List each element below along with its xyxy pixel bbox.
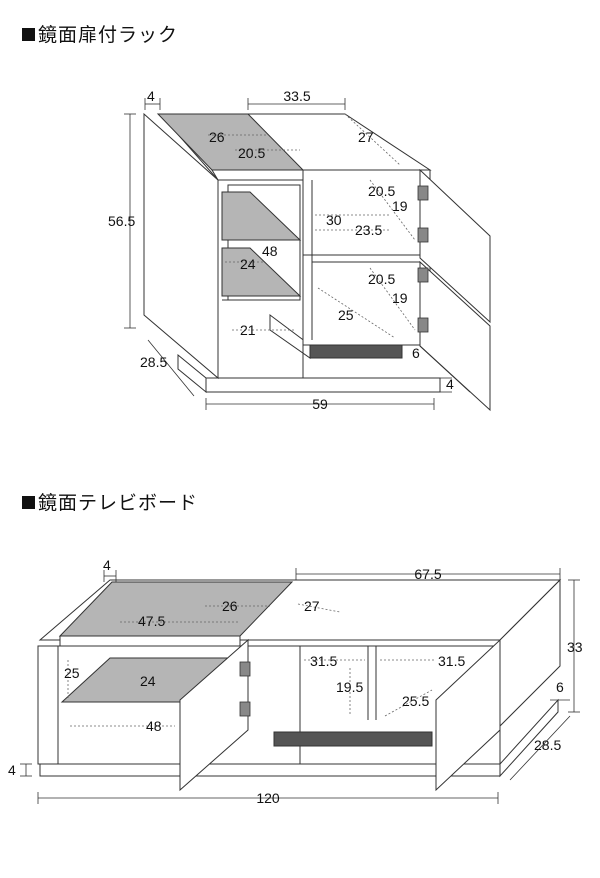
tv-door-right (435, 638, 501, 792)
dim-label: 31.5 (438, 653, 465, 669)
dim-label: 24 (140, 673, 156, 689)
dim-label: 20.5 (368, 183, 395, 199)
dim-label: 23.5 (355, 222, 382, 238)
tv-base-side (499, 698, 559, 778)
tv-body (57, 645, 501, 765)
tv-title: 鏡面テレビボード (22, 488, 198, 515)
dim-label: 4 (103, 557, 111, 573)
dim-label: 4 (446, 376, 454, 392)
dim-label: 20.5 (238, 145, 265, 161)
dim-label: 26 (209, 129, 225, 145)
tv-title-text: 鏡面テレビボード (38, 492, 199, 514)
hinge-icon (417, 317, 429, 333)
rack-plinth-dark (309, 344, 403, 359)
dim-label: 19.5 (336, 679, 363, 695)
rack-base-side (177, 353, 207, 394)
dim-label: 21 (240, 322, 256, 338)
tv-left-panel (37, 645, 59, 765)
dim-label: 56.5 (108, 213, 135, 229)
rack-title: 鏡面扉付ラック (22, 20, 178, 47)
square-bullet-icon (22, 28, 35, 41)
dim-label: 25.5 (402, 693, 429, 709)
dim-label: 20.5 (368, 271, 395, 287)
hinge-icon (417, 227, 429, 243)
hinge-icon (417, 267, 429, 283)
dim-label: 25 (338, 307, 354, 323)
dim-label: 30 (326, 212, 342, 228)
hinge-icon (417, 185, 429, 201)
rack-shelf-upper (221, 191, 302, 241)
dim-label: 26 (222, 598, 238, 614)
tv-door-left (179, 638, 249, 792)
rack-shelf-lower (221, 247, 302, 297)
dim-label: 120 (256, 790, 280, 806)
dim-label: 6 (412, 345, 420, 361)
dim-label: 47.5 (138, 613, 165, 629)
rack-left-frame (217, 179, 304, 379)
tv-diagram: 4 67.5 47.5 26 27 33 25 24 31.5 31.5 19.… (8, 557, 583, 806)
dim-label: 33 (567, 639, 583, 655)
rack-diagram: 4 33.5 26 20.5 27 56.5 20.5 19 30 23.5 4… (108, 88, 491, 412)
dim-label: 48 (146, 718, 162, 734)
dim-label: 28.5 (140, 354, 167, 370)
dim-label: 6 (556, 679, 564, 695)
square-bullet-icon (22, 496, 35, 509)
dim-label: 67.5 (414, 566, 441, 582)
dim-label: 24 (240, 256, 256, 272)
rack-base-front (205, 377, 441, 393)
rack-top-edge (211, 169, 304, 181)
dim-label: 28.5 (534, 737, 561, 753)
dim-label: 4 (8, 762, 16, 778)
tv-plinth-dark (273, 731, 433, 747)
hinge-icon (239, 701, 251, 717)
dim-label: 19 (392, 290, 408, 306)
dim-label: 31.5 (310, 653, 337, 669)
rack-plinth-side (269, 314, 311, 359)
dim-label: 48 (262, 243, 278, 259)
dim-label: 4 (147, 88, 155, 104)
tv-base-front (39, 763, 501, 777)
rack-title-text: 鏡面扉付ラック (38, 24, 179, 46)
dim-label: 59 (312, 396, 328, 412)
dim-label: 25 (64, 665, 80, 681)
dim-label: 33.5 (283, 88, 310, 104)
tv-top-edge (59, 635, 241, 647)
dim-label: 27 (304, 598, 320, 614)
hinge-icon (239, 661, 251, 677)
dim-label: 19 (392, 198, 408, 214)
dim-label: 27 (358, 129, 374, 145)
rack-right-body (302, 169, 431, 346)
